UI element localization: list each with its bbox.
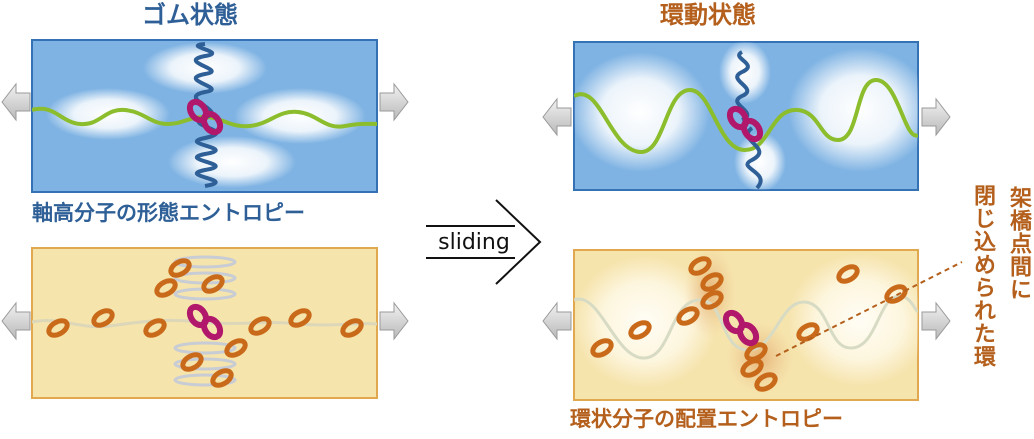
crosslink-bottom-left (186, 303, 224, 341)
crosslink-figure-eight (186, 98, 224, 136)
axis-polymer-right (574, 77, 918, 154)
arrow-left-top (1, 82, 31, 122)
title-sliding-state: 環動状態 (660, 1, 756, 29)
arrow-left-bottom (1, 301, 31, 341)
arrow-right-bottom (379, 301, 409, 341)
panel-ring-sliding (573, 249, 919, 401)
stretch-arrows (1, 82, 951, 341)
side-note-line-1: 架橋点間に (1006, 186, 1031, 301)
leader-line (775, 261, 963, 357)
crosslink-bottom-right (722, 309, 760, 347)
cyclic-molecules-left (46, 258, 364, 388)
side-note-line-2: 閉じ込められた環 (970, 184, 995, 368)
sliding-label: sliding (426, 230, 522, 256)
sliding-arrow (426, 199, 542, 285)
panel-sliding-state (573, 41, 919, 191)
crosslink-figure-eight-right (726, 105, 764, 143)
title-rubber-state: ゴム状態 (142, 1, 238, 29)
side-note: 架橋点間に 閉じ込められた環 (964, 184, 1034, 379)
caption-conformational-entropy: 軸高分子の形態エントロピー (32, 201, 305, 225)
arrow-right-top (379, 82, 409, 122)
panel-ring-rubber (31, 247, 378, 399)
panel-rubber-state (31, 39, 378, 193)
chain-right-upper (735, 50, 750, 122)
arrow-left-top-right (542, 97, 572, 137)
arrow-right-top-right (921, 97, 951, 137)
caption-configurational-entropy: 環状分子の配置エントロピー (570, 407, 843, 431)
arrow-right-bottom-right (921, 301, 951, 341)
arrow-left-bottom-right (542, 301, 572, 341)
